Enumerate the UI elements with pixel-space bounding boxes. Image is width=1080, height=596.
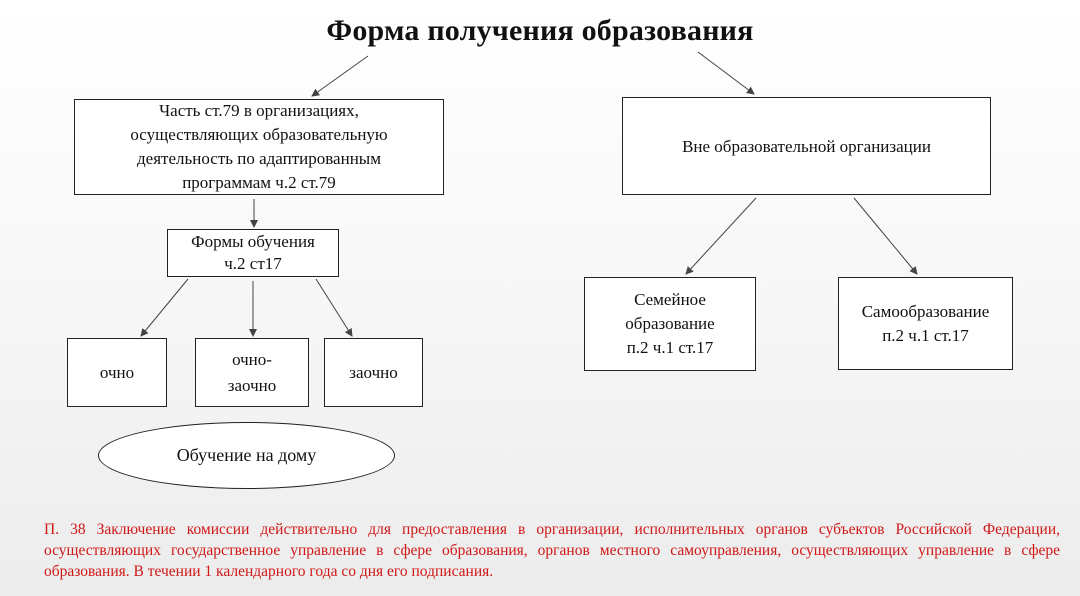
family-education-line2: образование: [625, 314, 715, 333]
study-forms-reference: ч.2 ст17: [224, 254, 282, 273]
self-education-label: Самообразование: [861, 301, 990, 321]
part-time-label-line2: заочно: [227, 375, 277, 395]
full-time-box: очно: [67, 338, 167, 407]
arrow-forms-to-full-time: [140, 278, 189, 337]
study-forms-box: Формы обучения ч.2 ст17: [167, 229, 339, 277]
in-organization-label: Часть ст.79 в организациях, осуществляющ…: [130, 101, 388, 192]
full-time-label: очно: [99, 363, 135, 382]
family-education-line1: Семейное: [634, 290, 706, 309]
in-organization-box: Часть ст.79 в организациях, осуществляющ…: [74, 99, 444, 195]
extramural-box: заочно: [324, 338, 423, 407]
home-schooling-label: Обучение на дому: [176, 445, 317, 465]
extramural-label: заочно: [349, 363, 398, 382]
study-forms-label: Формы обучения: [191, 232, 315, 251]
footnote-text: П. 38 Заключение комиссии действительно …: [44, 521, 1060, 580]
family-education-reference: п.2 ч.1 ст.17: [626, 338, 714, 357]
outside-organization-label: Вне образовательной организации: [682, 136, 931, 156]
arrow-outside-to-self: [853, 197, 918, 275]
family-education-box: Семейное образование п.2 ч.1 ст.17: [584, 277, 756, 371]
home-schooling-ellipse: Обучение на дому: [98, 422, 395, 489]
self-education-box: Самообразование п.2 ч.1 ст.17: [838, 277, 1013, 370]
arrow-forms-to-extramural: [315, 278, 353, 337]
arrow-outside-to-family: [685, 197, 757, 275]
outside-organization-box: Вне образовательной организации: [622, 97, 991, 195]
arrow-title-to-in-org: [311, 55, 369, 97]
diagram-title: Форма получения образования: [326, 14, 754, 47]
self-education-reference: п.2 ч.1 ст.17: [882, 325, 969, 345]
part-time-label-line1: очно-: [232, 349, 272, 369]
arrow-title-to-outside-org: [697, 51, 755, 95]
part-time-box: очно- заочно: [195, 338, 309, 407]
